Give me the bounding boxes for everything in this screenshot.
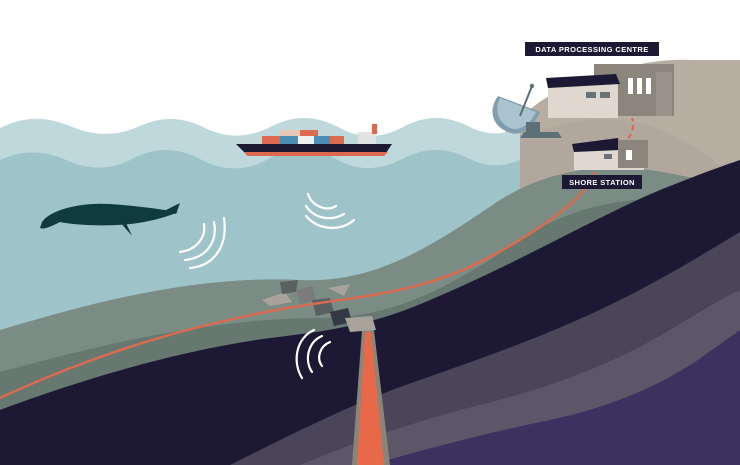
building-icon [546, 64, 674, 118]
data-processing-centre-text: DATA PROCESSING CENTRE [535, 45, 648, 54]
magma-conduit-icon [352, 330, 390, 465]
whale-icon [40, 203, 180, 236]
fibre-optic-cable [0, 171, 597, 400]
sound-wave-icon [178, 216, 226, 270]
cargo-ship-icon [236, 124, 392, 156]
shore-station-building-icon [572, 138, 648, 170]
sound-wave-icon-ship [304, 192, 356, 229]
satellite-dish-icon [492, 83, 562, 138]
fault-icon [262, 280, 376, 332]
mantle-layer [370, 330, 740, 465]
data-processing-centre-label: DATA PROCESSING CENTRE [525, 42, 659, 56]
shore-station-text: SHORE STATION [569, 178, 635, 187]
sound-wave-icon-seafloor [295, 328, 332, 380]
shore-station-label: SHORE STATION [562, 175, 642, 189]
